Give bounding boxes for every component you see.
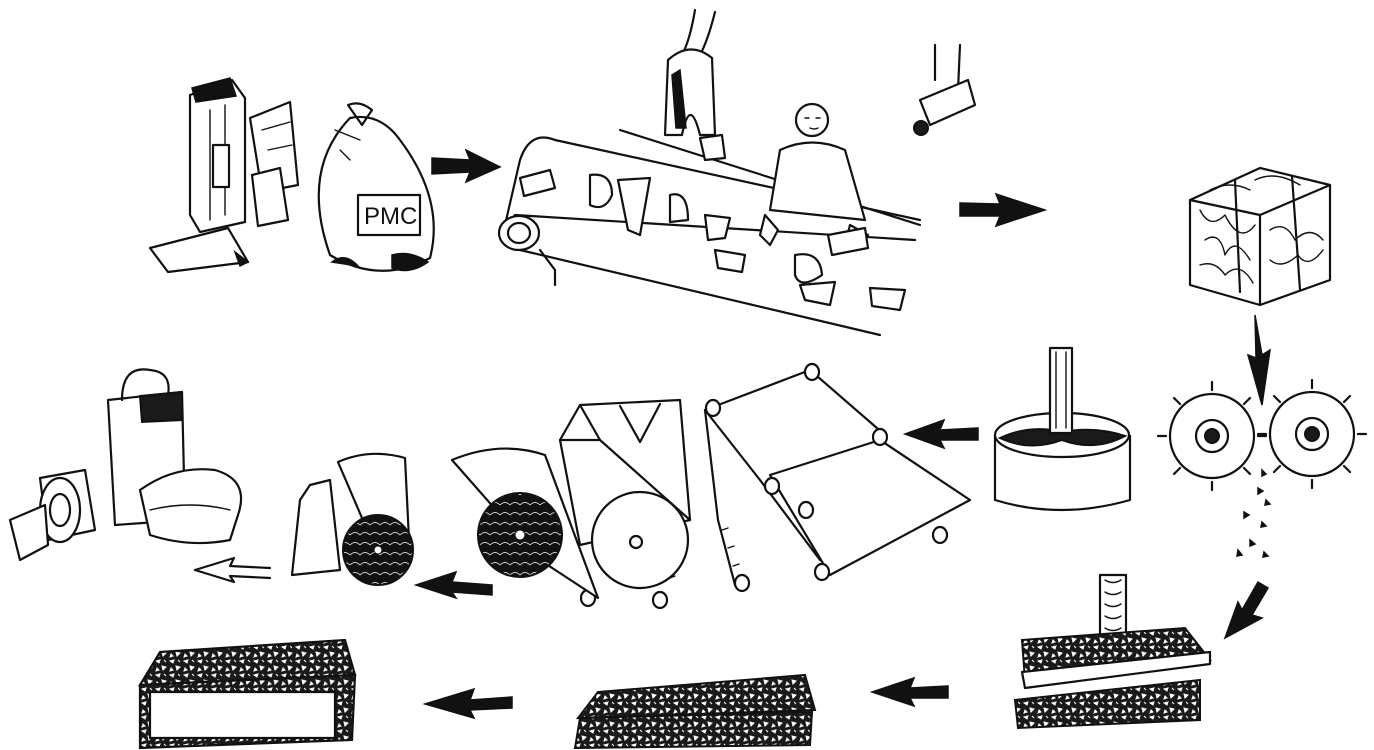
shredder-gears-icon [1158, 380, 1366, 557]
arrow-left-icon [416, 572, 492, 598]
arrow-left-icon [905, 420, 978, 448]
camera-icon [914, 45, 975, 135]
arrow-left-icon [425, 689, 512, 718]
extruder-icon [995, 348, 1130, 510]
arrow-right-icon [432, 150, 500, 182]
arrow-down-left-icon [1225, 582, 1268, 638]
arrow-down-icon [1248, 315, 1270, 405]
bale-icon [1190, 168, 1330, 305]
pmc-label: PMC [364, 203, 417, 230]
bags-products-icon [10, 369, 241, 560]
composite-board-icon [575, 675, 815, 748]
arrow-left-icon [872, 678, 948, 706]
press-icon [1015, 575, 1210, 728]
conveyor-belt-sorting-icon [499, 10, 920, 335]
arrow-left-outline-icon [195, 558, 270, 582]
film-rollers-icon [560, 364, 970, 608]
crate-product-icon [140, 640, 355, 748]
arrow-right-icon [960, 194, 1045, 226]
waste-bags-icon: PMC [150, 78, 434, 272]
